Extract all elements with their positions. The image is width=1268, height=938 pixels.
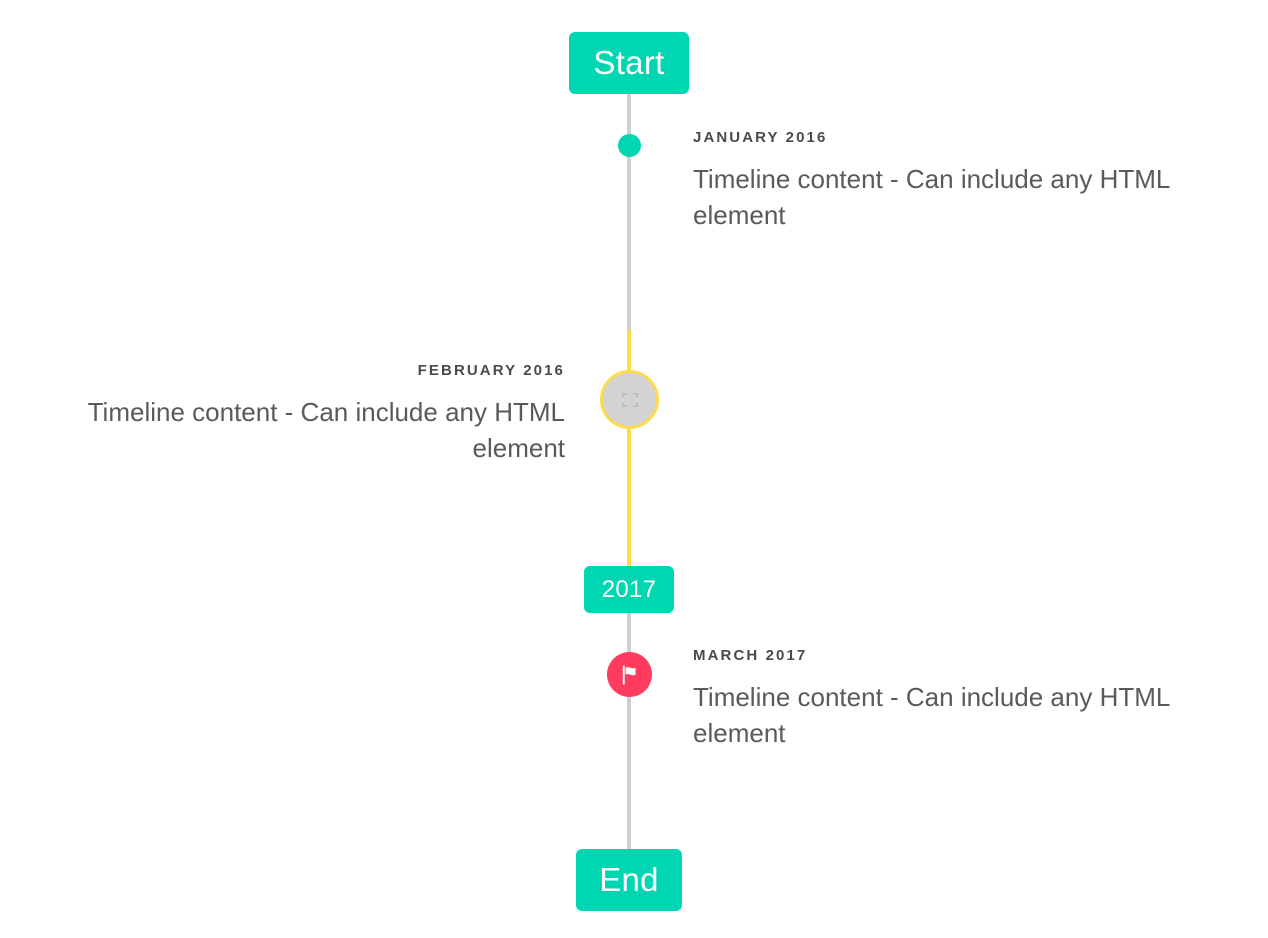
broken-image-icon bbox=[621, 392, 638, 407]
timeline-start-badge[interactable]: Start bbox=[569, 32, 689, 94]
timeline-entry-body: Timeline content - Can include any HTML … bbox=[693, 163, 1170, 231]
timeline-marker-flag-icon[interactable] bbox=[607, 652, 652, 697]
timeline-entry-date: JANUARY 2016 bbox=[693, 129, 828, 146]
timeline-axis-segment-top bbox=[627, 90, 631, 335]
timeline-axis-segment-bottom bbox=[627, 608, 631, 856]
timeline-end-badge[interactable]: End bbox=[576, 849, 682, 911]
timeline-marker-broken-image-icon[interactable] bbox=[600, 370, 659, 429]
timeline-entry-date: MARCH 2017 bbox=[693, 647, 808, 664]
timeline-entry-body: Timeline content - Can include any HTML … bbox=[693, 681, 1170, 749]
timeline-entry-march: MARCH 2017 Timeline content - Can includ… bbox=[693, 647, 1223, 752]
timeline-axis-segment-highlight bbox=[627, 330, 631, 570]
timeline-entry-date: FEBRUARY 2016 bbox=[417, 362, 565, 379]
timeline-entry-january: JANUARY 2016 Timeline content - Can incl… bbox=[693, 129, 1223, 234]
timeline-marker-dot-icon[interactable] bbox=[618, 134, 641, 157]
flag-icon bbox=[622, 664, 635, 685]
timeline-entry-february: FEBRUARY 2016 Timeline content - Can inc… bbox=[40, 362, 565, 467]
timeline-entry-body: Timeline content - Can include any HTML … bbox=[87, 396, 565, 464]
timeline-year-badge[interactable]: 2017 bbox=[584, 566, 674, 613]
